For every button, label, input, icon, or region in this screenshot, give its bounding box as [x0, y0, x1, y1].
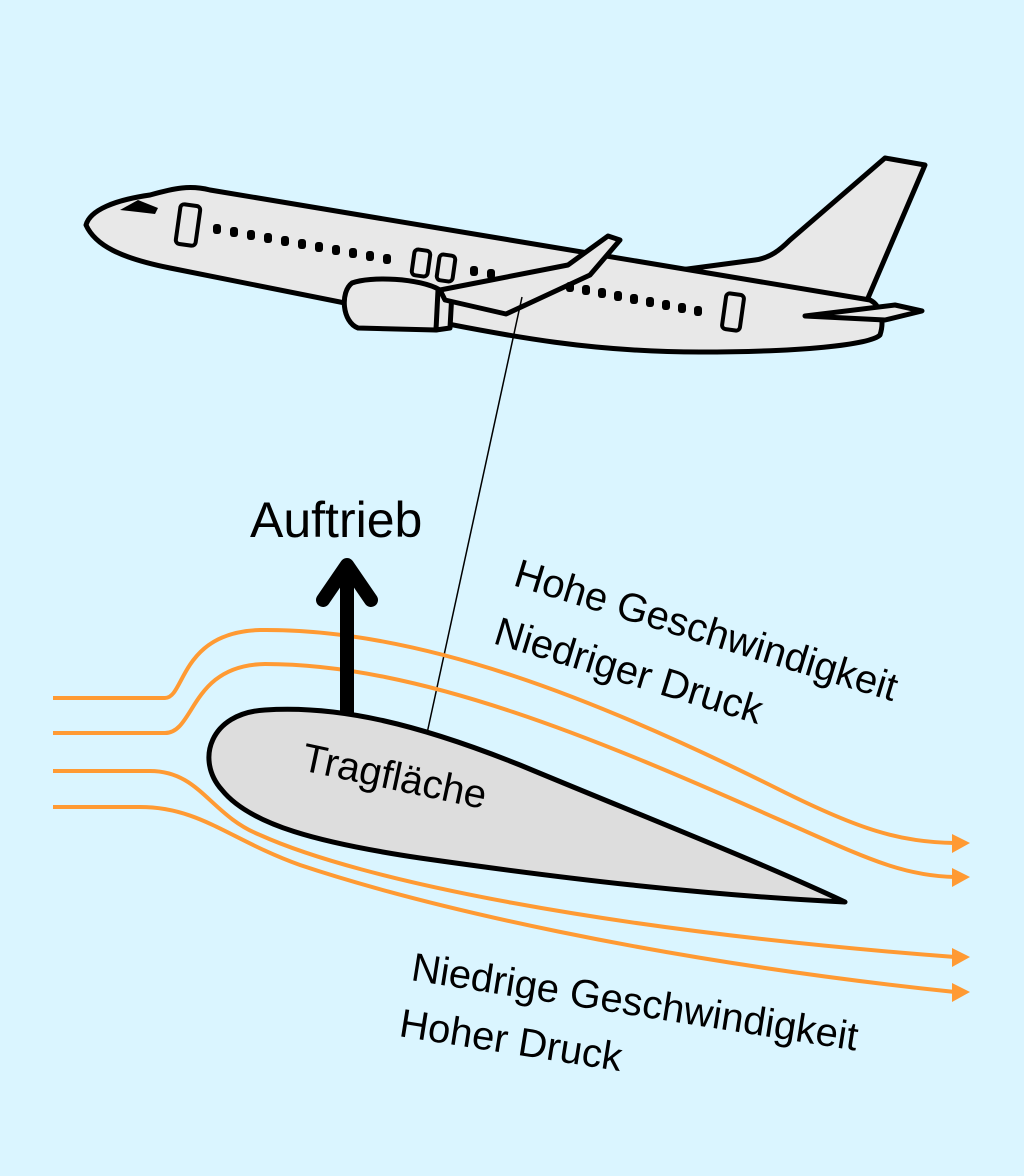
airflow-arrow-icon	[952, 834, 970, 1002]
cockpit-window	[120, 200, 158, 214]
airplane-doors	[173, 202, 746, 333]
airflow-lines	[53, 627, 956, 994]
lift-arrow-icon	[316, 558, 378, 714]
airplane-windows	[213, 224, 702, 316]
airplane-icon	[83, 155, 928, 355]
lift-label: Auftrieb	[250, 492, 422, 548]
pointer-line	[425, 296, 523, 739]
airfoil-icon	[206, 706, 848, 905]
